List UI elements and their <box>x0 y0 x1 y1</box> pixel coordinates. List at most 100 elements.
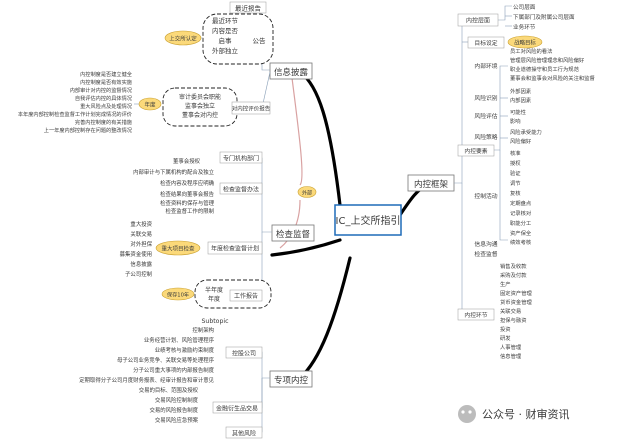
special-deriv[interactable]: 金融衍生品交易 <box>212 401 263 414</box>
tag-major-project[interactable]: 重大项目检查 <box>155 240 201 256</box>
info-dashed-group[interactable]: 最近环节 内容是否 启事 外部独立 公告 <box>202 13 274 65</box>
frame-risk-strat[interactable]: 风险策略 风险承受能力 风险偏好 <box>474 128 541 145</box>
svg-text:下属部门及附属公司层面: 下属部门及附属公司层面 <box>513 13 575 21</box>
svg-text:检查监督: 检查监督 <box>474 250 497 258</box>
info-left-list: 内控制度是否建立健全 内控制度是否有效实施 内部审计对内控的监督情况 自我评估内… <box>18 70 133 134</box>
center-node[interactable]: IC_上交所指引 <box>334 204 402 236</box>
frame-risk-id[interactable]: 风险识别 外部因素 内部因素 <box>474 87 531 104</box>
svg-text:专门机构部门: 专门机构部门 <box>223 155 259 163</box>
frame-elements[interactable]: 内控要素 <box>457 144 495 157</box>
check-lines <box>250 157 272 297</box>
svg-text:内控层面: 内控层面 <box>466 17 490 25</box>
svg-text:资产保全: 资产保全 <box>510 229 532 237</box>
svg-text:记录核对: 记录核对 <box>510 209 532 217</box>
svg-text:上交所认定: 上交所认定 <box>169 35 197 43</box>
svg-text:业务环节: 业务环节 <box>513 23 536 31</box>
special-subsidiary-items: 控制架构 业务经营计划、风险管理程序 业绩考核与激励约束制度 母子公司业务竞争、… <box>79 326 214 384</box>
svg-text:人事管理: 人事管理 <box>500 343 522 351</box>
check-plan[interactable]: 年度检查监督计划 <box>207 241 263 255</box>
svg-text:重大项目检查: 重大项目检查 <box>161 245 195 253</box>
svg-text:交易风险应急预案: 交易风险应急预案 <box>155 416 199 424</box>
watermark-text: 公众号 · 财审资讯 <box>482 407 570 421</box>
svg-text:调节: 调节 <box>510 179 521 187</box>
frame-env-items: 员工对风险的看法 管理层风险管理理念和风险偏好 职业道德操守和员工行为规范 董事… <box>510 47 595 82</box>
svg-text:销售及收款: 销售及收款 <box>500 262 527 270</box>
special-other[interactable]: 其他风险 <box>225 426 263 439</box>
svg-text:外部独立: 外部独立 <box>212 46 239 55</box>
special-subsidiary[interactable]: 控股公司 <box>225 346 263 359</box>
svg-text:货币资金管理: 货币资金管理 <box>500 298 532 306</box>
hub-info[interactable]: 信息披露 <box>269 62 313 80</box>
frame-info-comm[interactable]: 信息沟通 <box>474 240 497 248</box>
svg-text:风险评估: 风险评估 <box>474 112 497 120</box>
frame-ctrl[interactable]: 控制活动 <box>474 192 497 200</box>
svg-text:复核: 复核 <box>510 189 521 197</box>
frame-supervise[interactable]: 检查监督 <box>474 250 497 258</box>
hub-special[interactable]: 专项内控 <box>269 370 313 388</box>
svg-text:审计委员会职能: 审计委员会职能 <box>179 93 221 101</box>
svg-text:目标设定: 目标设定 <box>474 39 497 47</box>
check-dept[interactable]: 专门机构部门 <box>219 151 263 164</box>
svg-text:完善内控制度的有关措施: 完善内控制度的有关措施 <box>75 118 132 126</box>
check-report-group[interactable]: 半年度 年度 工作报告 <box>194 279 272 309</box>
hub-special-label: 专项内控 <box>274 375 309 386</box>
hub-frame-label: 内控框架 <box>414 179 449 190</box>
tag-external[interactable]: 外部 <box>297 186 317 198</box>
svg-text:交易风险控制制度: 交易风险控制制度 <box>155 396 199 404</box>
svg-text:担保与融资: 担保与融资 <box>500 316 527 324</box>
svg-text:内部审计对内控的监督情况: 内部审计对内控的监督情况 <box>70 86 133 94</box>
svg-text:关联交易: 关联交易 <box>500 307 521 315</box>
svg-text:控制活动: 控制活动 <box>474 192 497 200</box>
frame-link-items: 销售及收款 采购及付款 生产 固定资产管理 货币资金管理 关联交易 担保与融资 … <box>500 262 532 360</box>
svg-text:内容是否: 内容是否 <box>212 26 239 35</box>
svg-text:定期盘点: 定期盘点 <box>510 199 532 207</box>
svg-text:重大风险点及处理情况: 重大风险点及处理情况 <box>80 102 133 110</box>
frame-link[interactable]: 内控环节 <box>457 308 495 321</box>
svg-text:最近环节: 最近环节 <box>212 16 239 25</box>
svg-text:定期取得分子公司月度财务报表、经审计报告和审计意见: 定期取得分子公司月度财务报表、经审计报告和审计意见 <box>79 376 214 384</box>
svg-text:生产: 生产 <box>500 280 511 288</box>
tag-strategy-goal[interactable]: 战略目标 <box>507 35 543 49</box>
svg-text:年度: 年度 <box>208 295 220 303</box>
svg-text:自我评估内控的具体情况: 自我评估内控的具体情况 <box>75 94 133 102</box>
frame-env[interactable]: 内部环境 <box>474 62 497 70</box>
svg-text:董事会和监事会对风险的关注和监督: 董事会和监事会对风险的关注和监督 <box>510 74 595 82</box>
svg-text:验证: 验证 <box>510 169 521 177</box>
svg-text:检查内容及程序应明确: 检查内容及程序应明确 <box>160 179 214 187</box>
hub-check-label: 检查监督 <box>276 229 311 240</box>
svg-text:检查监督工作的限制: 检查监督工作的限制 <box>165 207 214 215</box>
frame-goal[interactable]: 目标设定 <box>467 36 505 49</box>
svg-text:战略目标: 战略目标 <box>514 39 536 47</box>
frame-risk-eval[interactable]: 风险评估 可能性 影响 <box>474 108 526 125</box>
hub-check[interactable]: 检查监督 <box>271 224 315 242</box>
hub-frame[interactable]: 内控框架 <box>407 174 455 192</box>
frame-layer-items: 公司层面 下属部门及附属公司层面 业务环节 <box>513 4 575 31</box>
svg-text:分子公司重大事项的内部报告制度: 分子公司重大事项的内部报告制度 <box>133 366 214 374</box>
info-right-dashed-card[interactable]: 审计委员会职能 监事会独立 董事会对内控 <box>162 87 238 127</box>
svg-text:对外担保: 对外担保 <box>130 240 152 248</box>
svg-text:职能分工: 职能分工 <box>510 219 532 227</box>
svg-text:风险偏好: 风险偏好 <box>510 137 532 145</box>
svg-text:母子公司业务竞争、关联交易等处理程序: 母子公司业务竞争、关联交易等处理程序 <box>117 356 215 364</box>
info-eval-box[interactable]: 对内控评价报告 <box>232 101 271 115</box>
svg-text:固定资产管理: 固定资产管理 <box>500 289 532 297</box>
svg-text:内部环境: 内部环境 <box>474 62 497 70</box>
special-topic[interactable]: Subtopic <box>201 318 229 325</box>
svg-text:内控环节: 内控环节 <box>464 311 487 319</box>
watermark: 公众号 · 财审资讯 <box>458 405 570 423</box>
info-top-item[interactable]: 最近报告 <box>229 1 267 14</box>
frame-layer[interactable]: 内控层面 <box>457 13 499 27</box>
svg-text:风险识别: 风险识别 <box>474 94 497 102</box>
svg-text:内控制度是否建立健全: 内控制度是否建立健全 <box>80 70 133 78</box>
check-proc[interactable]: 检查监督办法 <box>219 182 263 195</box>
svg-text:员工对风险的看法: 员工对风险的看法 <box>510 47 552 55</box>
tag-keep-10-years[interactable]: 保存10年 <box>161 287 195 301</box>
tag-year[interactable]: 年度 <box>138 97 162 111</box>
center-title: IC_上交所指引 <box>336 214 401 227</box>
svg-text:对内控评价报告: 对内控评价报告 <box>232 105 271 113</box>
check-special-items: 重大投资 关联交易 对外担保 募集资金使用 信息披露 子公司控制 <box>120 220 153 278</box>
svg-text:控股公司: 控股公司 <box>232 350 256 358</box>
special-lines <box>250 351 270 433</box>
tag-shanghai[interactable]: 上交所认定 <box>164 30 202 46</box>
